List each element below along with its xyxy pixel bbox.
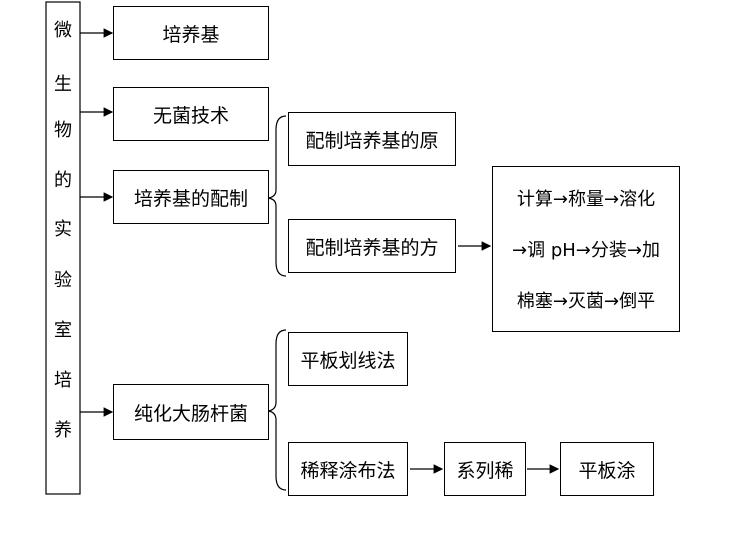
node-prep-method: 配制培养基的方 — [288, 219, 456, 273]
node-culture-medium: 培养基 — [113, 6, 269, 60]
node-prep-principle: 配制培养基的原 — [288, 112, 456, 166]
title-char: 室 — [54, 320, 72, 341]
title-char: 的 — [54, 170, 72, 191]
title-char: 养 — [54, 420, 72, 441]
node-dilution-spread: 稀释涂布法 — [288, 442, 408, 496]
node-plate-spread: 平板涂 — [560, 442, 654, 496]
steps-line: →调 pH→分装→加 — [512, 239, 660, 261]
node-prep-steps: 计算→称量→溶化 →调 pH→分装→加 棉塞→灭菌→倒平 — [492, 166, 680, 332]
brace-prep — [267, 115, 287, 277]
brace-purify — [267, 329, 287, 491]
node-purify-ecoli: 纯化大肠杆菌 — [113, 384, 269, 440]
title-char: 实 — [54, 219, 72, 240]
node-streak-plate: 平板划线法 — [288, 332, 408, 386]
title-char: 验 — [54, 270, 72, 291]
title-frame — [45, 1, 81, 495]
node-medium-preparation: 培养基的配制 — [113, 170, 269, 224]
node-serial-dilution: 系列稀 — [444, 442, 526, 496]
steps-line: 计算→称量→溶化 — [516, 189, 656, 211]
title-char: 生 — [54, 74, 72, 95]
title-char: 培 — [54, 370, 72, 391]
title-char: 物 — [54, 120, 72, 141]
node-aseptic-technique: 无菌技术 — [113, 87, 269, 141]
steps-line: 棉塞→灭菌→倒平 — [516, 290, 656, 312]
title-char: 微 — [54, 20, 72, 41]
